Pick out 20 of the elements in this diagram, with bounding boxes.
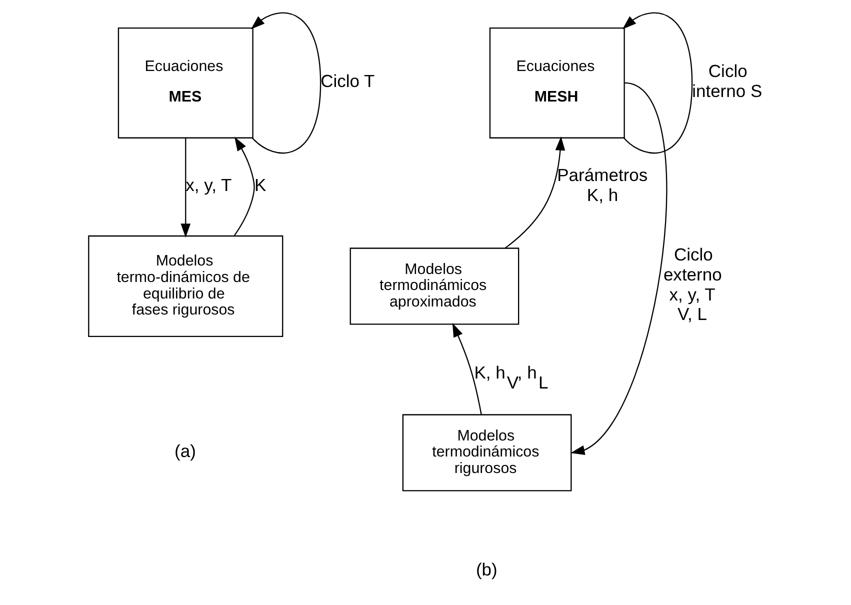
arrow: [452, 322, 482, 415]
edge-label: K: [254, 175, 266, 196]
arrow: [622, 12, 692, 154]
arrow: [233, 136, 254, 236]
edge-label: Ciclo T: [320, 71, 374, 92]
node-box: Ecuaciones MES: [117, 27, 253, 138]
label: (b): [475, 559, 497, 580]
edge-label: Parámetros K, h: [556, 165, 648, 205]
label: (a): [174, 440, 196, 461]
node-box: Modelos termo-dinámicos de equilibrio de fases rigurosos: [88, 235, 283, 338]
node-box: Modelos termodinámicos aproximados: [349, 248, 519, 325]
node-box: Modelos termodinámicos rigurosos: [402, 414, 572, 492]
arrow: [504, 136, 565, 248]
arrow: [570, 82, 666, 456]
edge-label: Ciclo externo x, y, T V, L: [662, 244, 722, 324]
node-box: Ecuaciones MESH: [488, 27, 624, 138]
edge-label: Ciclo interno S: [692, 61, 762, 101]
arrow: [180, 138, 190, 238]
edge-label: x, y, T: [185, 175, 232, 196]
arrow: [250, 12, 321, 154]
